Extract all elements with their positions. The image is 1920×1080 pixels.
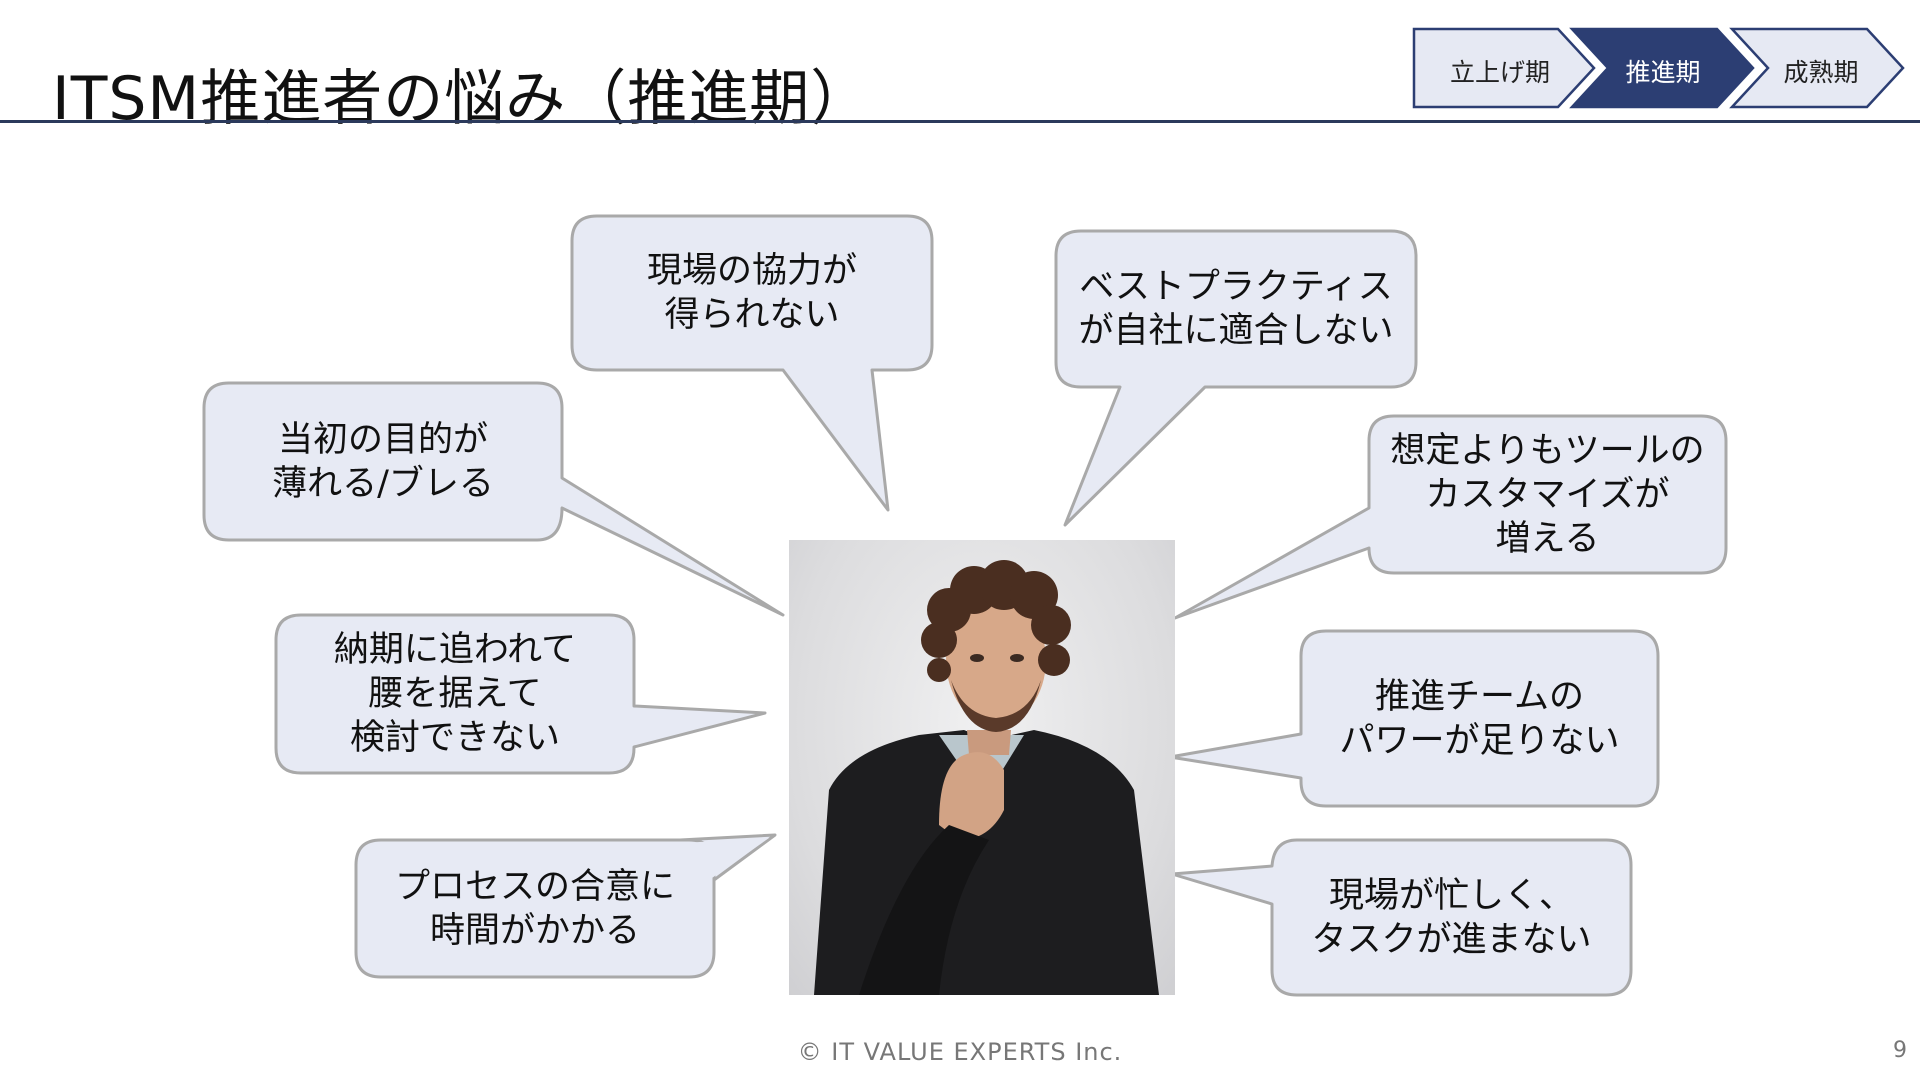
speech-bubble-3 — [202, 381, 785, 617]
phase-label-1: 立上げ期 — [1449, 58, 1550, 87]
copyright-footer: © IT VALUE EXPERTS Inc. — [797, 1038, 1123, 1066]
bubble-7-tail-fill — [682, 838, 769, 878]
phase-progress: 立上げ期 推進期 成熟期 — [1412, 27, 1907, 109]
phase-label-2: 推進期 — [1625, 58, 1701, 87]
concern-text-6: 推進チームの パワーが足りない — [1339, 676, 1620, 761]
phase-chevron-1 — [1412, 27, 1596, 109]
phase-chevron-2 — [1569, 27, 1755, 109]
concern-text-4: 想定よりもツールの カスタマイズが 増える — [1390, 430, 1705, 559]
speech-bubble-8 — [1170, 838, 1633, 997]
concern-text-5: 納期に追われて 腰を据えて 検討できない — [333, 630, 577, 758]
speech-bubble-5 — [274, 613, 767, 775]
phase-label-3: 成熟期 — [1783, 58, 1859, 87]
speech-bubble-1 — [570, 214, 934, 512]
speech-bubble-4 — [1173, 414, 1728, 620]
concern-text-3: 当初の目的が 薄れる/ブレる — [272, 419, 494, 504]
concern-text-1: 現場の協力が 得られない — [646, 251, 857, 335]
phase-chevrons — [1412, 27, 1905, 109]
speech-bubble-2 — [1054, 229, 1418, 527]
phase-chevron-3 — [1729, 27, 1905, 109]
speech-bubble-7 — [354, 833, 777, 979]
concern-text-8: 現場が忙しく、 タスクが進まない — [1311, 875, 1592, 960]
thinking-man-illustration — [814, 560, 1159, 995]
thinking-man-photo — [789, 540, 1175, 995]
concern-text-2: ベストプラクティス が自社に適合しない — [1078, 267, 1394, 351]
speech-bubble-6 — [1168, 629, 1660, 808]
page-number: 9 — [1893, 1038, 1907, 1063]
title-divider — [0, 120, 1920, 123]
concern-text-7: プロセスの合意に 時間がかかる — [394, 866, 675, 951]
